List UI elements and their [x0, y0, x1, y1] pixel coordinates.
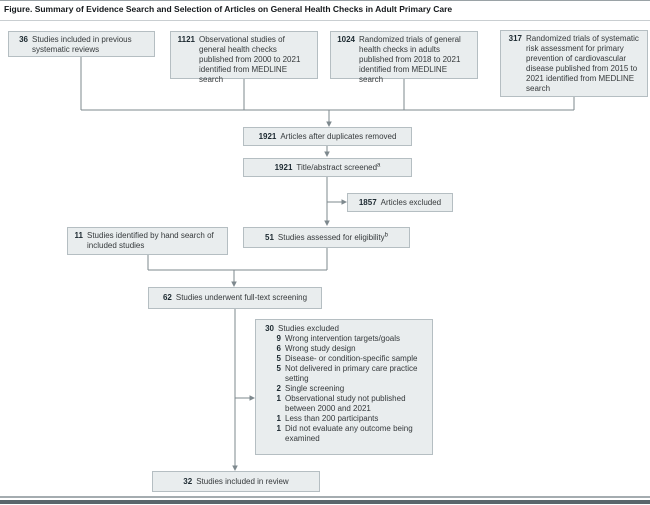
arrowhead-down — [232, 465, 238, 471]
reason-count: 1 — [276, 424, 281, 433]
figure-title: Figure. Summary of Evidence Search and S… — [4, 4, 453, 14]
reason-label: Less than 200 participants — [285, 414, 379, 423]
flow-box-fulltext-screening: 62 Studies underwent full-text screening — [148, 287, 322, 309]
reason-count: 9 — [276, 334, 281, 343]
reason-label: Wrong study design — [285, 344, 356, 353]
reason-count: 6 — [276, 344, 281, 353]
box-label: Articles after duplicates removed — [280, 131, 397, 141]
flow-box-duplicates-removed: 1921 Articles after duplicates removed — [243, 127, 412, 146]
study-count: 1121 — [177, 35, 195, 44]
top-rule — [0, 0, 650, 1]
article-count: 1857 — [358, 197, 377, 207]
box-label: Randomized trials of general health chec… — [359, 35, 461, 84]
box-label: Randomized trials of systematic risk ass… — [526, 34, 639, 93]
box-label: Studies included in review — [196, 476, 289, 486]
arrowhead-down — [231, 281, 237, 287]
excluded-reason-row: 5 Not delivered in primary care practice… — [275, 364, 426, 384]
flow-box-studies-excluded-detail: 30 Studies excluded 9 Wrong intervention… — [255, 319, 433, 455]
study-count: 30 — [265, 324, 274, 333]
box-label: Studies underwent full-text screening — [175, 293, 308, 302]
box-label: Studies assessed for eligibilityb — [277, 231, 388, 242]
box-label: Studies included in previous systematic … — [32, 35, 132, 54]
arrowhead-down — [326, 121, 332, 127]
reason-label: Wrong intervention targets/goals — [285, 334, 401, 343]
flow-box-randomized-trials-risk: 317 Randomized trials of systematic risk… — [500, 30, 648, 97]
flow-box-title-abstract-screened: 1921 Title/abstract screeneda — [243, 158, 412, 177]
reason-label: Observational study not published betwee… — [285, 394, 406, 413]
flow-box-randomized-trials-general: 1024 Randomized trials of general health… — [330, 31, 478, 84]
flow-box-previous-reviews: 36 Studies included in previous systemat… — [8, 31, 155, 57]
flow-box-articles-excluded: 1857 Articles excluded — [347, 193, 453, 212]
study-count: 32 — [183, 476, 193, 486]
reason-count: 5 — [276, 354, 281, 363]
reason-label: Did not evaluate any outcome being exami… — [285, 424, 413, 443]
excluded-reason-row: 9 Wrong intervention targets/goals — [275, 334, 426, 344]
study-count: 1024 — [337, 35, 355, 44]
box-label: Observational studies of general health … — [199, 35, 301, 84]
excluded-reason-row: 5 Disease- or condition-specific sample — [275, 354, 426, 364]
box-label: Studies identified by hand search of inc… — [87, 231, 214, 250]
reason-label: Not delivered in primary care practice s… — [285, 364, 418, 383]
title-divider — [0, 20, 650, 21]
footnote-marker: a — [377, 161, 381, 168]
reason-label: Single screening — [285, 384, 345, 393]
study-count: 11 — [74, 231, 83, 240]
flow-box-observational-studies: 1121 Observational studies of general he… — [170, 31, 318, 84]
box-label: Studies excluded — [278, 324, 339, 333]
arrowhead-down — [324, 220, 330, 226]
excluded-head-row: 30 Studies excluded — [262, 324, 426, 334]
reason-count: 2 — [276, 384, 281, 393]
footnote-marker: b — [384, 231, 388, 238]
flow-box-assessed-eligibility: 51 Studies assessed for eligibilityb — [243, 227, 410, 248]
study-count: 317 — [508, 34, 522, 43]
reason-count: 1 — [276, 414, 281, 423]
arrowhead-right — [341, 199, 347, 205]
bottom-rule-dark — [0, 500, 650, 504]
article-count: 1921 — [258, 131, 277, 141]
flow-box-included-in-review: 32 Studies included in review — [152, 471, 320, 492]
excluded-reason-row: 2 Single screening — [275, 384, 426, 394]
excluded-reason-row: 6 Wrong study design — [275, 344, 426, 354]
study-count: 36 — [19, 35, 28, 44]
flow-box-hand-search: 11 Studies identified by hand search of … — [67, 227, 228, 255]
arrowhead-right — [249, 395, 255, 401]
article-count: 1921 — [274, 162, 293, 172]
arrowhead-down — [324, 151, 330, 157]
box-label: Articles excluded — [380, 197, 442, 207]
study-count: 62 — [162, 293, 172, 302]
reason-count: 5 — [276, 364, 281, 373]
excluded-reason-row: 1 Observational study not published betw… — [275, 394, 426, 414]
excluded-reason-row: 1 Did not evaluate any outcome being exa… — [275, 424, 426, 444]
box-label: Title/abstract screeneda — [296, 161, 381, 172]
reason-count: 1 — [276, 394, 281, 403]
study-count: 51 — [265, 232, 274, 242]
reason-label: Disease- or condition-specific sample — [285, 354, 418, 363]
excluded-reason-row: 1 Less than 200 participants — [275, 414, 426, 424]
bottom-rule-light — [0, 496, 650, 498]
